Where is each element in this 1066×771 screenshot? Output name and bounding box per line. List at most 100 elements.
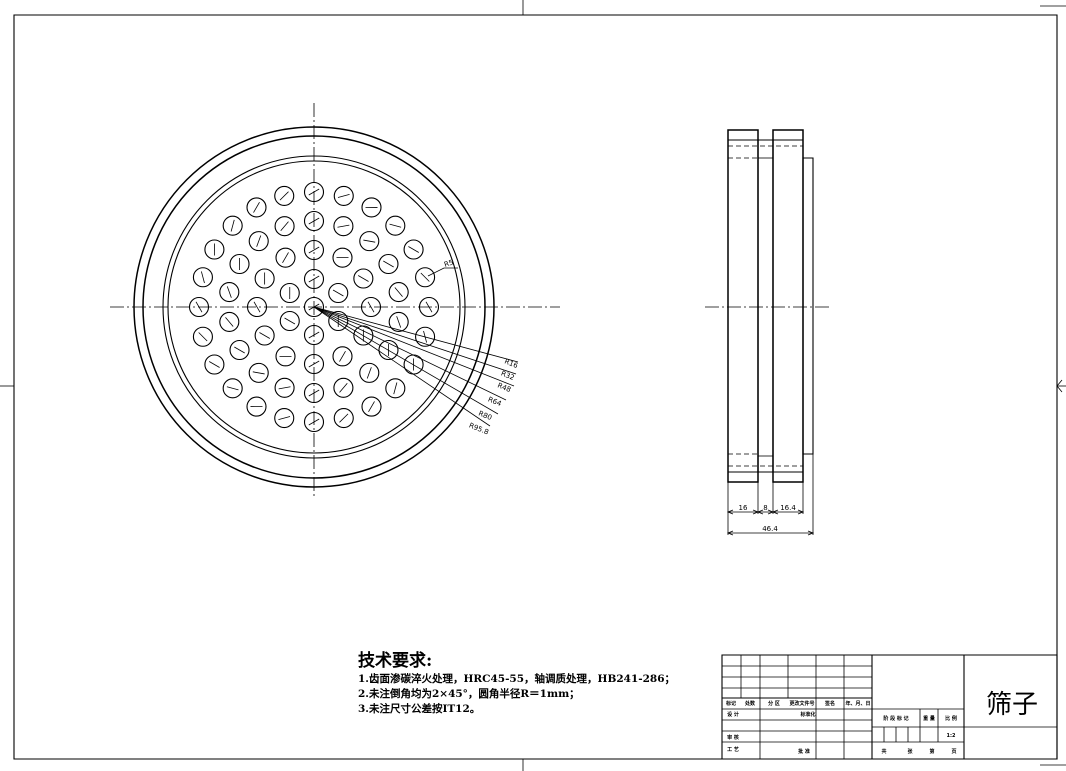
tb-weight: 重 量: [923, 715, 935, 722]
hole-slot-mark: [253, 202, 259, 212]
sieve-hole: [275, 217, 294, 236]
leader-radius: [314, 307, 518, 362]
sieve-hole: [305, 384, 324, 403]
sieve-hole: [275, 409, 294, 428]
hole-slot-mark: [358, 275, 368, 281]
hole-slot-mark: [309, 189, 319, 195]
tb-header-0: 标记: [725, 700, 736, 707]
hole-slot-mark: [309, 332, 319, 338]
hole-slot-mark: [395, 287, 403, 296]
tb-sheet-ye: 页: [951, 748, 956, 755]
hole-slot-mark: [253, 372, 265, 374]
hole-slot-mark: [309, 419, 319, 425]
sieve-hole: [333, 248, 352, 267]
tb-sheet-no: 第: [929, 748, 934, 755]
title-block: 标记 处数 分 区 更改文件号 签名 年、月、日 设 计 标准化 阶 段 标 记…: [722, 655, 1057, 759]
hole-slot-mark: [309, 390, 319, 396]
sieve-hole: [247, 397, 266, 416]
label-radius: R48: [496, 381, 512, 394]
sieve-hole: [420, 298, 439, 317]
sieve-hole: [305, 413, 324, 432]
hole-slot-mark: [397, 316, 401, 327]
hole-slot-mark: [225, 317, 233, 326]
dim-8: 8: [763, 504, 767, 512]
sieve-hole: [276, 248, 295, 267]
sieve-hole: [305, 183, 324, 202]
hole-slot-mark: [390, 224, 402, 227]
tb-header-4: 签名: [824, 700, 835, 707]
hole-slot-mark: [201, 271, 204, 283]
hole-slot-mark: [234, 347, 244, 353]
hole-slot-mark: [281, 222, 289, 231]
tb-sheet-total: 共: [881, 748, 886, 755]
tb-approve: 批 准: [798, 748, 810, 755]
sieve-hole: [193, 268, 212, 287]
leader-radius: [314, 307, 506, 400]
tb-header-5: 年、月、日: [845, 700, 870, 707]
sieve-hole: [230, 255, 249, 274]
hole-slot-mark: [340, 414, 349, 422]
sieve-hole: [255, 269, 274, 288]
hole-slot-mark: [254, 302, 260, 312]
sieve-hole: [329, 284, 348, 303]
sieve-hole: [416, 327, 435, 346]
sieve-hole: [190, 298, 209, 317]
hole-slot-mark: [383, 261, 393, 267]
sieve-hole: [416, 268, 435, 287]
sieve-hole: [249, 232, 268, 251]
sieve-hole: [249, 363, 268, 382]
sieve-hole: [280, 312, 299, 331]
note-line-1: 1.齿面渗碳淬火处理，HRC45-55，轴调质处理，HB241-286；: [358, 673, 676, 685]
sieve-hole: [220, 283, 239, 302]
hole-slot-mark: [338, 194, 350, 197]
hole-slot-mark: [421, 273, 429, 282]
tb-header-2: 分 区: [768, 700, 780, 707]
leader-radius: [314, 307, 490, 426]
tb-header-1: 处数: [744, 700, 756, 707]
sieve-hole: [305, 270, 324, 289]
hole-slot-mark: [199, 333, 207, 342]
leader-radius: [314, 307, 514, 386]
hole-slot-mark: [368, 401, 374, 411]
sieve-hole: [276, 347, 295, 366]
sieve-hole: [305, 326, 324, 345]
hole-slot-mark: [309, 247, 319, 253]
sieve-hole: [280, 284, 299, 303]
tb-header-3: 更改文件号: [789, 700, 814, 707]
sieve-hole: [333, 347, 352, 366]
sieve-hole: [334, 217, 353, 236]
sieve-hole: [193, 327, 212, 346]
hole-slot-mark: [257, 235, 261, 246]
sieve-hole: [329, 312, 348, 331]
sieve-hole: [379, 341, 398, 360]
leader-r5: [428, 268, 458, 276]
sieve-hole: [334, 409, 353, 428]
sieve-hole: [247, 198, 266, 217]
sieve-hole: [362, 298, 381, 317]
sieve-hole: [255, 326, 274, 345]
sieve-hole: [305, 212, 324, 231]
hole-slot-mark: [408, 246, 418, 252]
hole-slot-mark: [280, 192, 289, 200]
sieve-hole: [275, 378, 294, 397]
tb-sheet-zhang: 张: [907, 748, 913, 755]
hole-slot-mark: [259, 332, 269, 338]
notes-heading: 技术要求:: [358, 651, 433, 671]
dim-16-4: 16.4: [780, 504, 796, 512]
label-radius: R32: [500, 369, 516, 382]
hole-slot-mark: [363, 240, 375, 242]
sieve-hole: [248, 298, 267, 317]
tb-design: 设 计: [727, 711, 739, 718]
note-line-3: 3.未注尺寸公差按IT12。: [358, 703, 481, 715]
side-view: 16 8 16.4 46.4: [705, 130, 830, 535]
leader-radius: [314, 307, 516, 374]
sieve-hole: [220, 312, 239, 331]
sieve-hole: [305, 355, 324, 374]
hole-slot-mark: [309, 276, 319, 282]
sieve-hole: [379, 255, 398, 274]
leader-radius: [314, 307, 498, 414]
hole-slot-mark: [196, 302, 202, 312]
sieve-hole: [334, 186, 353, 205]
sieve-hole: [360, 232, 379, 251]
